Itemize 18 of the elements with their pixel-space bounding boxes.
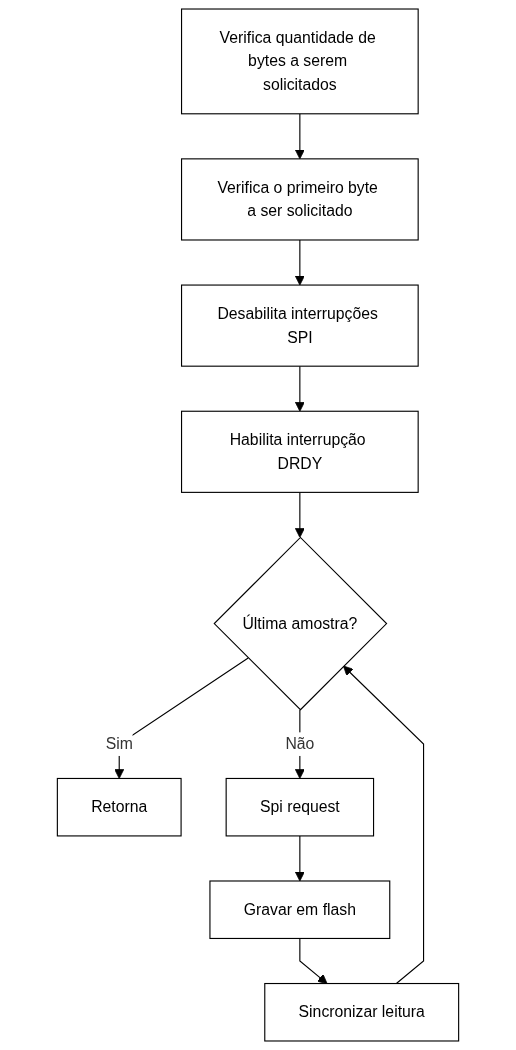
node-box: Verifica quantidade de bytes a serem solicitados xyxy=(181,8,419,115)
arrow xyxy=(294,365,305,412)
node-box: Gravar em flash xyxy=(209,880,391,940)
node-box: Retorna xyxy=(56,777,182,837)
edge-label: Não xyxy=(285,734,315,753)
arrow xyxy=(299,937,328,984)
arrow xyxy=(294,113,305,160)
arrow xyxy=(294,835,305,882)
arrow xyxy=(294,491,305,538)
arrow xyxy=(294,239,305,286)
node-box: Desabilita interrupções SPI xyxy=(181,284,419,367)
node-box: Verifica o primeiro byte a ser solicitado xyxy=(181,158,419,241)
node-box: Spi request xyxy=(225,777,375,837)
node-box: Sincronizar leitura xyxy=(264,982,460,1042)
edge-label: Sim xyxy=(105,734,133,753)
arrow xyxy=(343,665,425,985)
node-box: Habilita interrupção DRDY xyxy=(181,410,419,493)
node-diamond: Última amostra? xyxy=(213,536,388,711)
